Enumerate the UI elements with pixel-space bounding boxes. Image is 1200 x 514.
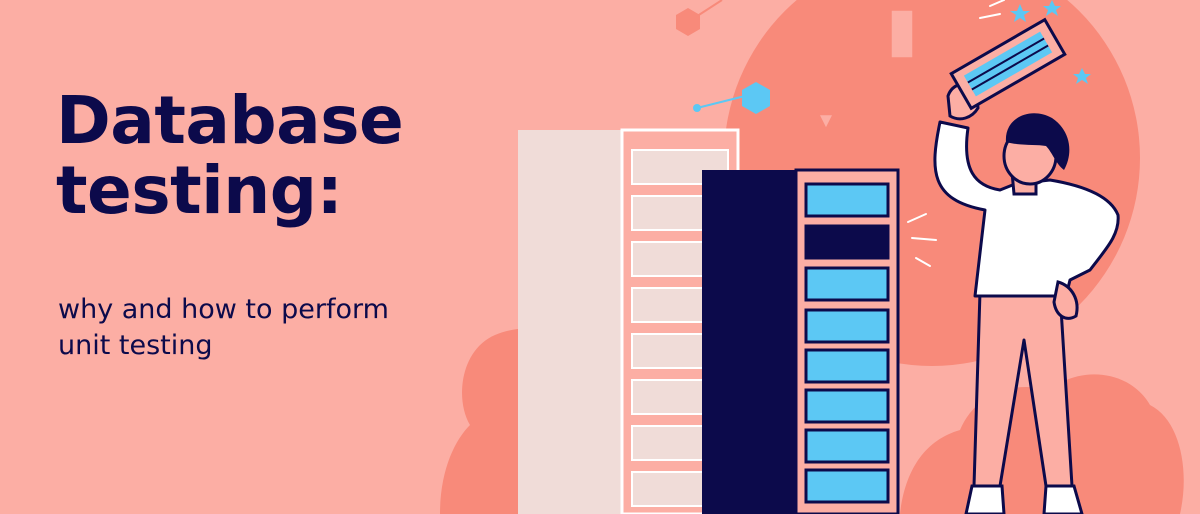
hexagon-node-icon <box>676 0 723 36</box>
person-shoe-left <box>964 484 1006 514</box>
page-subtitle-line-1: why and how to perform <box>58 294 389 325</box>
person-figure <box>933 82 1120 514</box>
server-rack-front <box>702 168 900 514</box>
person-shoe-right <box>1042 484 1084 514</box>
person-hair <box>1005 113 1070 170</box>
page-title-line-2: testing: <box>56 152 343 229</box>
sparkle-lines <box>907 0 1005 267</box>
arrow-down-icon <box>815 10 913 133</box>
page-subtitle-line-2: unit testing <box>58 330 213 361</box>
hexagon-node-icon-cyan <box>693 82 770 114</box>
person-hand <box>1052 280 1079 320</box>
page-title: Database testing: <box>56 82 404 229</box>
person-shirt <box>933 120 1120 298</box>
server-drawer <box>949 17 1067 111</box>
page-title-line-1: Database <box>56 82 404 159</box>
star-icon <box>1010 0 1091 84</box>
page-subtitle: why and how to perform unit testing <box>58 292 389 364</box>
